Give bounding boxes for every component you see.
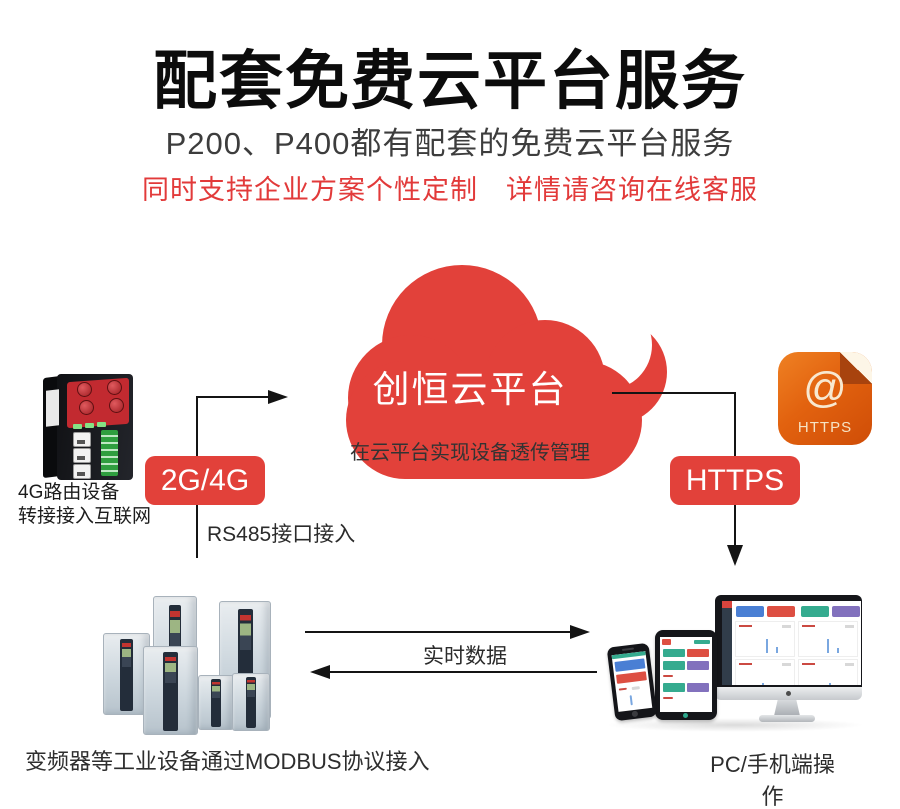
inverter-unit: [103, 633, 150, 715]
inverter-group-image: [95, 588, 320, 740]
tile-teal: [663, 661, 685, 670]
led-indicator-icon: [73, 424, 82, 429]
antenna-knob-icon: [79, 400, 94, 415]
chart-panel: [735, 659, 795, 685]
https-icon-label: HTTPS: [797, 419, 853, 436]
tile-teal: [694, 640, 710, 644]
chart-panel: [735, 621, 795, 657]
home-button-icon: [683, 713, 688, 718]
cloud-caption: 在云平台实现设备透传管理: [350, 442, 590, 464]
router-label-sticker: [46, 389, 59, 427]
tile-red: [687, 649, 709, 657]
led-indicator-icon: [97, 422, 106, 427]
tablet-icon: [655, 630, 717, 720]
monitor-icon: [712, 593, 862, 731]
router-icon: [33, 372, 141, 482]
antenna-knob-icon: [109, 398, 124, 413]
tile-gray: [631, 686, 640, 691]
page-subtitle: P200、P400都有配套的免费云平台服务: [165, 126, 735, 161]
inverter-unit: [198, 675, 234, 730]
home-button-icon: [631, 710, 639, 718]
https-badge: HTTPS: [670, 456, 800, 505]
modbus-caption: 变频器等工业设备通过MODBUS协议接入: [25, 749, 430, 774]
antenna-knob-icon: [77, 382, 92, 397]
custom-service-note: 同时支持企业方案个性定制 详情请咨询在线客服: [142, 175, 758, 205]
router-caption-line2: 转接接入互联网: [18, 506, 152, 527]
ethernet-port-icon: [73, 448, 91, 463]
ethernet-port-icon: [73, 432, 91, 447]
rs485-label: RS485接口接入: [207, 523, 356, 546]
monitor-chin: [715, 687, 862, 700]
tile-purple: [687, 683, 709, 692]
dashboard-screen: [722, 601, 861, 685]
uplink-2g4g-badge: 2G/4G: [145, 456, 265, 505]
speaker-icon: [621, 647, 635, 651]
bar-spike: [837, 648, 839, 653]
tile-red: [662, 639, 671, 645]
chart-panel: [798, 621, 858, 657]
phone-icon: [606, 642, 658, 722]
page-title: 配套免费云平台服务: [153, 45, 747, 117]
terminal-block-icon: [101, 430, 118, 476]
monitor-bezel: [715, 595, 862, 687]
at-symbol-icon: @: [803, 364, 847, 412]
bar-spike: [766, 639, 768, 653]
cloud-platform-name: 创恒云平台: [372, 369, 568, 410]
client-devices-image: [605, 590, 875, 735]
inverter-unit: [143, 646, 198, 735]
inverter-unit: [232, 673, 270, 731]
pc-mobile-caption: PC/手机端操作: [710, 752, 835, 809]
bar-spike: [629, 695, 633, 706]
stat-card-purple: [832, 606, 860, 617]
realtime-data-label: 实时数据: [423, 645, 507, 668]
stat-card-red: [767, 606, 795, 617]
stat-card-teal: [801, 606, 829, 617]
bar-spike: [776, 647, 778, 653]
tile-red-text: [618, 687, 627, 691]
tile-teal: [663, 683, 685, 692]
dashboard-sidebar: [722, 601, 732, 685]
led-indicator-icon: [85, 423, 94, 428]
bar-spike: [762, 683, 764, 685]
chart-panel: [798, 659, 858, 685]
cloud-shape: [346, 361, 642, 479]
tile-purple: [687, 661, 709, 670]
monitor-stand: [774, 700, 800, 716]
https-badge-icon: @ HTTPS: [778, 352, 872, 445]
router-caption-line1: 4G路由设备: [18, 482, 120, 503]
antenna-knob-icon: [107, 380, 122, 395]
tile-red: [616, 671, 647, 684]
tile-red-text: [663, 675, 673, 677]
tile-teal: [663, 649, 685, 657]
cloud-icon: 创恒云平台: [340, 263, 680, 485]
tablet-screen: [660, 637, 712, 712]
stat-card-blue: [736, 606, 764, 617]
monitor-base: [759, 715, 815, 722]
bar-spike: [829, 683, 831, 685]
bar-spike: [827, 639, 829, 653]
phone-screen: [611, 651, 653, 712]
tile-red-text: [663, 697, 673, 699]
tile-blue: [614, 658, 646, 672]
ethernet-port-icon: [73, 464, 91, 479]
router-caption: 4G路由设备 转接接入互联网: [18, 481, 151, 529]
